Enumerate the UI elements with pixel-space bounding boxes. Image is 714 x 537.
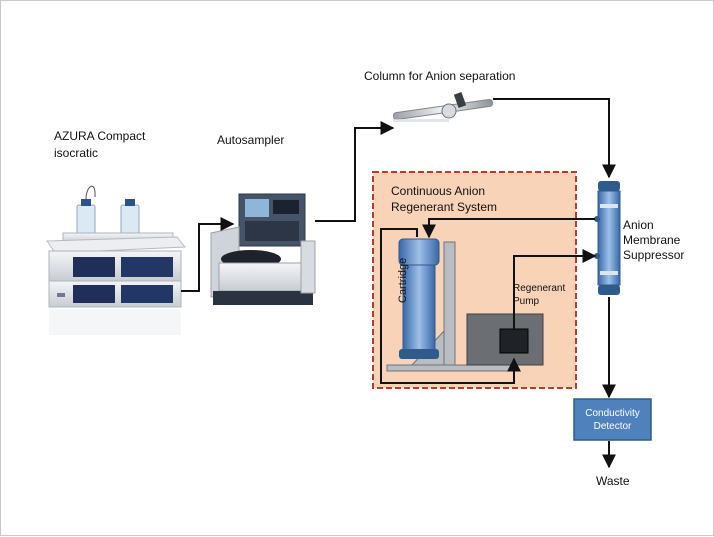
cartridge-illustration bbox=[386, 238, 514, 372]
flow-autosampler-to-column bbox=[315, 121, 395, 222]
flow-pump-to-suppressor bbox=[513, 249, 597, 329]
regen-pump-label-line2: Pump bbox=[513, 296, 540, 307]
flow-cartridge-to-pump bbox=[380, 228, 521, 384]
pump-label-line1: AZURA Compact bbox=[54, 129, 146, 143]
column-illustration bbox=[392, 92, 494, 122]
regenerant-pump-illustration bbox=[466, 313, 544, 366]
azura-pump-illustration bbox=[46, 185, 187, 335]
cartridge-label: Cartridge bbox=[397, 257, 409, 303]
flow-column-to-suppressor bbox=[493, 98, 616, 179]
conductivity-detector-box bbox=[573, 398, 652, 441]
detector-label-line1: Conductivity bbox=[585, 408, 640, 419]
suppressor-label-line1: Anion bbox=[623, 218, 654, 232]
suppressor-label-line2: Membrane bbox=[623, 233, 681, 247]
suppressor-illustration bbox=[594, 181, 621, 295]
pump-label-line2: isocratic bbox=[54, 146, 99, 160]
column-label: Column for Anion separation bbox=[364, 69, 516, 83]
suppressor-label-line3: Suppressor bbox=[623, 248, 685, 262]
detector-label-line2: Detector bbox=[593, 421, 632, 432]
regen-system-label-line2: Regenerant System bbox=[391, 200, 498, 214]
flow-suppressor-to-cartridge bbox=[422, 218, 595, 239]
regen-pump-label-line1: Regenerant bbox=[513, 283, 566, 294]
flow-pump-to-autosampler bbox=[181, 217, 235, 292]
waste-label: Waste bbox=[596, 474, 630, 488]
regen-system-label-line1: Continuous Anion bbox=[391, 184, 486, 198]
autosampler-illustration bbox=[210, 193, 316, 305]
flow-lines bbox=[181, 98, 616, 469]
autosampler-label: Autosampler bbox=[217, 133, 285, 147]
